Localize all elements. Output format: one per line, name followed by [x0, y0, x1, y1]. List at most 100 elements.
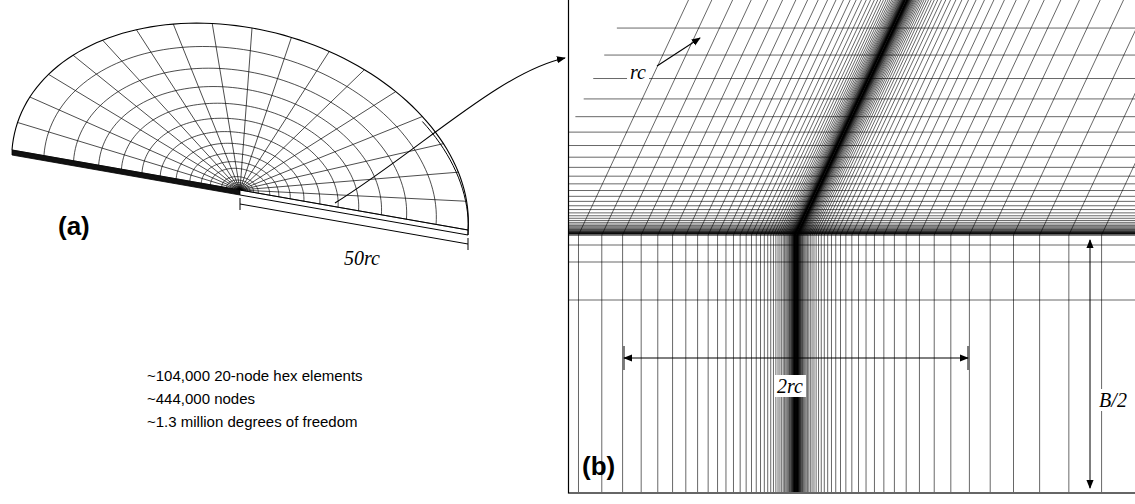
- front-mesh-line: [796, 235, 797, 492]
- mesh-ring: [74, 68, 407, 219]
- top-mesh-line: [846, 0, 956, 235]
- top-mesh-line: [593, 78, 1135, 79]
- front-mesh-line: [818, 235, 819, 492]
- mesh-stat: ~104,000 20-node hex elements: [147, 368, 363, 385]
- top-mesh-line: [831, 0, 941, 235]
- front-mesh-line: [740, 235, 741, 492]
- top-mesh-line: [569, 233, 1135, 234]
- top-mesh-line: [791, 0, 901, 235]
- top-mesh-line: [795, 0, 905, 235]
- top-mesh-line: [792, 0, 902, 235]
- zoom-mesh: [569, 0, 1135, 492]
- top-mesh-line: [569, 196, 1135, 197]
- top-mesh-line: [771, 0, 881, 235]
- top-mesh-line: [578, 0, 688, 235]
- front-mesh-line: [795, 235, 796, 492]
- top-mesh-line: [798, 0, 908, 235]
- top-mesh-line: [569, 183, 1135, 184]
- front-mesh-line: [835, 235, 836, 492]
- front-mesh-line: [773, 235, 774, 492]
- top-mesh-line: [569, 232, 1135, 233]
- top-mesh-line: [569, 231, 1135, 232]
- front-mesh-line: [800, 235, 801, 492]
- front-mesh-line: [657, 235, 658, 492]
- top-mesh-line: [604, 55, 1135, 56]
- front-mesh-line: [793, 235, 794, 492]
- top-mesh-line: [802, 0, 912, 235]
- top-mesh-line: [800, 0, 910, 235]
- front-mesh-line: [793, 235, 794, 492]
- top-mesh-line: [569, 215, 1135, 216]
- front-mesh-line: [779, 235, 780, 492]
- dimension-line: [1090, 240, 1091, 488]
- front-mesh-line: [767, 235, 768, 492]
- front-mesh-line: [990, 235, 991, 492]
- dimension-label: B/2: [1096, 389, 1130, 411]
- top-mesh-line: [787, 0, 897, 235]
- front-mesh-line: [795, 235, 796, 492]
- top-mesh-line: [641, 0, 751, 235]
- top-mesh-line: [795, 0, 905, 235]
- front-mesh-line: [794, 235, 795, 492]
- front-mesh-line: [793, 235, 794, 492]
- top-mesh-line: [1040, 0, 1135, 235]
- front-mesh-line: [801, 235, 802, 492]
- front-mesh-line: [801, 235, 802, 492]
- top-mesh-line: [801, 0, 911, 235]
- front-mesh-line: [796, 235, 797, 492]
- mesh-radial: [241, 144, 444, 190]
- front-mesh-line: [725, 235, 726, 492]
- top-mesh-line: [859, 0, 969, 235]
- top-mesh-line: [569, 201, 1135, 202]
- front-mesh-line: [794, 235, 795, 492]
- top-mesh-line: [1069, 0, 1135, 235]
- panel-label: (a): [58, 212, 90, 241]
- front-mesh-line: [816, 235, 817, 492]
- top-mesh-line: [805, 0, 915, 235]
- front-mesh-line: [797, 235, 798, 492]
- front-mesh-line: [746, 235, 747, 492]
- front-mesh-line: [778, 235, 779, 492]
- top-mesh-line: [584, 98, 1135, 99]
- front-mesh-line: [813, 235, 814, 492]
- top-mesh-line: [791, 0, 901, 235]
- mesh-radial: [49, 74, 240, 189]
- front-mesh-line: [810, 235, 811, 492]
- front-mesh-line: [934, 235, 935, 492]
- front-mesh-line: [851, 235, 852, 492]
- top-mesh-line: [673, 0, 783, 235]
- front-mesh-line: [760, 235, 761, 492]
- top-mesh-line: [569, 157, 1135, 158]
- mesh-ring: [44, 46, 436, 224]
- front-mesh-line: [797, 235, 798, 492]
- front-mesh-line: [789, 235, 790, 492]
- top-mesh-line: [841, 0, 951, 235]
- front-mesh-line: [569, 235, 1135, 236]
- top-mesh-line: [816, 0, 926, 235]
- front-mesh-line: [697, 235, 698, 492]
- front-mesh-line: [812, 235, 813, 492]
- front-mesh-line: [775, 235, 776, 492]
- front-mesh-line: [883, 235, 884, 492]
- top-mesh-line: [569, 233, 1135, 234]
- dimension-tick: [968, 346, 969, 370]
- top-mesh-line: [801, 0, 911, 235]
- front-mesh-line: [794, 235, 795, 492]
- front-mesh-line: [797, 235, 798, 492]
- top-mesh-line: [794, 0, 904, 235]
- top-mesh-line: [569, 224, 1135, 225]
- front-mesh-line: [795, 235, 796, 492]
- front-mesh-line: [798, 235, 799, 492]
- top-mesh-line: [602, 0, 712, 235]
- mesh-radial: [241, 92, 396, 190]
- top-mesh-line: [794, 0, 904, 235]
- front-mesh-line: [866, 235, 867, 492]
- front-mesh-line: [790, 235, 791, 492]
- top-mesh-line: [798, 0, 908, 235]
- front-mesh-line: [795, 235, 796, 492]
- front-mesh-line: [798, 235, 799, 492]
- front-mesh-line: [840, 235, 841, 492]
- top-mesh-line: [797, 0, 907, 235]
- top-mesh-line: [814, 0, 924, 235]
- plate-edge: [12, 150, 240, 195]
